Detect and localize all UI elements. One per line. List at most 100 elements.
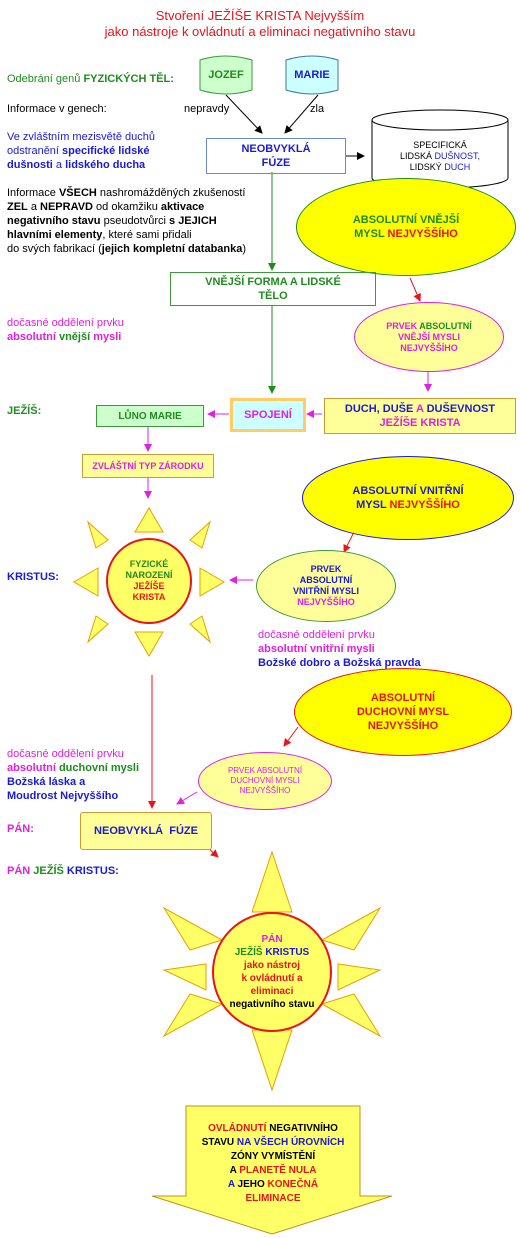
big-sun-part: JEŽÍŠ (234, 947, 266, 958)
temp-sep-part: vnější (58, 331, 94, 343)
temp-separation-outer: dočasné oddělení prvku absolutní vnější … (7, 316, 124, 344)
specific-part: DUŠNOST, (434, 150, 481, 161)
untruths-label: nepravdy (184, 103, 230, 115)
outer-form-node: VNĚJŠÍ FORMA A LIDSKÉ TĚLO (170, 272, 376, 306)
inner-mind-line: ABSOLUTNÍ VNITŘNÍ (352, 485, 464, 497)
interworld-text: Ve zvláštním mezisvětě duchů odstranění … (7, 130, 197, 172)
birth-sun-core: FYZICKÉ NAROZENÍ JEŽÍŠE KRISTA (106, 538, 192, 624)
info-part: ZEL (7, 201, 28, 213)
spirit-soul-part: DUŠE (382, 403, 417, 415)
final-part: STAVU (201, 1137, 237, 1148)
title-line2: jako nástroje k ovládnutí a eliminaci ne… (104, 24, 416, 39)
info-part: s JEJICH (169, 215, 217, 227)
specific-part: DUCH (444, 161, 471, 172)
elem-outer-line: NEJVYŠŠÍHO (400, 342, 458, 353)
pan-sun-core: PÁN JEŽÍŠ KRISTUS jako nástroj k ovládnu… (212, 912, 332, 1032)
jozef-banner (199, 55, 253, 95)
jesus-label: JEŽÍŠ: (7, 405, 42, 417)
birth-line: FYZICKÉ (129, 559, 169, 569)
outer-mind-line: ABSOLUTNÍ VNĚJŠÍ (352, 214, 460, 226)
page-title: Stvoření JEŽÍŠE KRISTA Nejvyšším jako ná… (0, 8, 520, 40)
info-part: hlavními elementy (7, 229, 103, 241)
birth-line: NAROZENÍ (125, 570, 173, 580)
arrow-spirit-mind-element (283, 726, 299, 747)
info-genes-label: Informace v genech: (7, 103, 107, 115)
elem-inner-line: PRVEK (310, 564, 342, 574)
small-sun-rays (73, 507, 225, 657)
arrow-jozef-fusion (225, 94, 263, 134)
final-arrow-shape (151, 1105, 393, 1235)
final-line: ZÓNY VYMÍSTĚNÍ (230, 1151, 316, 1162)
birth-line: KRISTA (132, 592, 166, 602)
final-line: ELIMINACE (245, 1193, 301, 1204)
temp-sep-part: absolutní (7, 762, 59, 774)
arrow-outer-mind-element (409, 277, 421, 302)
final-part: KONEČNÁ (267, 1179, 319, 1190)
fusion1-line: NEOBVYKLÁ (241, 143, 311, 155)
womb-node: LŮNO MARIE (96, 405, 204, 427)
big-sun-line: negativního stavu (229, 999, 315, 1010)
arrow-marie-fusion (284, 94, 319, 134)
outer-form-line: TĚLO (258, 290, 288, 302)
interworld-part: dušnosti (7, 159, 53, 171)
spirit-soul-node: DUCH, DUŠE A DUŠEVNOST JEŽÍŠE KRISTA (324, 398, 516, 434)
element-outer-node: PRVEK ABSOLUTNÍ VNĚJŠÍ MYSLI NEJVYŠŠÍHO (354, 302, 504, 372)
elem-outer-part: PRVEK (386, 320, 420, 331)
spirit-mind-line: NEJVYŠŠÍHO (367, 720, 439, 732)
birth-line: JEŽÍŠE (133, 581, 165, 591)
fusion-node-2: NEOBVYKLÁ FÚZE (80, 812, 212, 850)
pan-jesus-part: JEŽÍŠ (33, 865, 67, 877)
temp-sep-line: absolutní vnitřní mysli (258, 643, 375, 655)
temp-sep-line: Božská láska a (7, 776, 86, 788)
big-sun-part: KRISTUS (265, 947, 310, 958)
kristus-label: KRISTUS: (7, 571, 59, 583)
info-part: Informace (7, 187, 59, 199)
info-part: pseudotvůrci (100, 215, 170, 227)
big-sun-line: PÁN (261, 934, 283, 945)
spirit-soul-part: A (416, 403, 427, 415)
elem-spirit-line: NEJVYŠŠÍHO (239, 786, 291, 795)
big-sun-line: jako nástroj (243, 960, 301, 971)
outer-form-line: VNĚJŠÍ FORMA A LIDSKÉ (205, 276, 341, 288)
info-part: a (27, 201, 41, 213)
interworld-part: lidského ducha (65, 159, 146, 171)
outer-mind-part: MYSL (354, 228, 388, 240)
final-node: OVLÁDNUTÍ NEGATIVNÍHO STAVU NA VŠECH ÚRO… (186, 1122, 360, 1206)
interworld-part: specifické lidské (62, 145, 150, 157)
info-all-text: Informace VŠECH nashromážděných zkušenos… (7, 186, 277, 256)
pan-jesus-part: KRISTUS: (66, 865, 119, 877)
elem-spirit-line: PRVEK ABSOLUTNÍ (227, 766, 303, 775)
elem-outer-line: VNĚJŠÍ MYSLI (397, 331, 460, 342)
inner-mind-part: MYSL (356, 499, 390, 511)
spirit-soul-part: DUŠEVNOST (426, 403, 496, 415)
pan-jesus-label: PÁN JEŽÍŠ KRISTUS: (7, 864, 119, 878)
info-part: do svých fabrikací ( (7, 243, 102, 255)
interworld-part: a (52, 159, 66, 171)
spirit-mind-line: DUCHOVNÍ MYSL (356, 706, 450, 718)
evil-label: zla (310, 103, 325, 115)
interworld-part: odstranění (7, 145, 63, 157)
marie-node: MARIE (294, 69, 330, 81)
big-sun-line: k ovládnutí a (241, 973, 303, 984)
temp-sep-part: mysli (93, 331, 122, 343)
final-part: NA VŠECH ÚROVNÍCH (236, 1137, 345, 1148)
elem-outer-part: ABSOLUTNÍ (419, 320, 472, 331)
specific-node: SPECIFICKÁ LIDSKÁ DUŠNOST, LIDSKÝ DUCH (372, 128, 508, 184)
spirit-soul-line: JEŽÍŠE KRISTA (379, 417, 461, 429)
temp-sep-line: Božské dobro a Božská pravda (258, 657, 421, 669)
genes-bold: FYZICKÝCH TĚL: (83, 73, 174, 85)
fusion1-line: FÚZE (261, 157, 291, 169)
final-part: A (229, 1165, 240, 1176)
title-part: Stvoření (155, 8, 208, 23)
elem-inner-line: ABSOLUTNÍ (299, 575, 353, 585)
fusion-node-1: NEOBVYKLÁ FÚZE (206, 138, 346, 174)
info-part: nashromážděných zkušeností (96, 187, 246, 199)
title-part: JEŽÍŠE KRISTA (207, 8, 301, 23)
specific-part: LIDSKÝ (409, 161, 445, 172)
final-part: OVLÁDNUTÍ (208, 1123, 270, 1134)
info-part: VŠECH (58, 187, 97, 199)
big-sun-line: eliminaci (250, 986, 294, 997)
interworld-line: Ve zvláštním mezisvětě duchů (7, 131, 155, 143)
arrow-elem-spirit-fusion2 (176, 791, 198, 805)
